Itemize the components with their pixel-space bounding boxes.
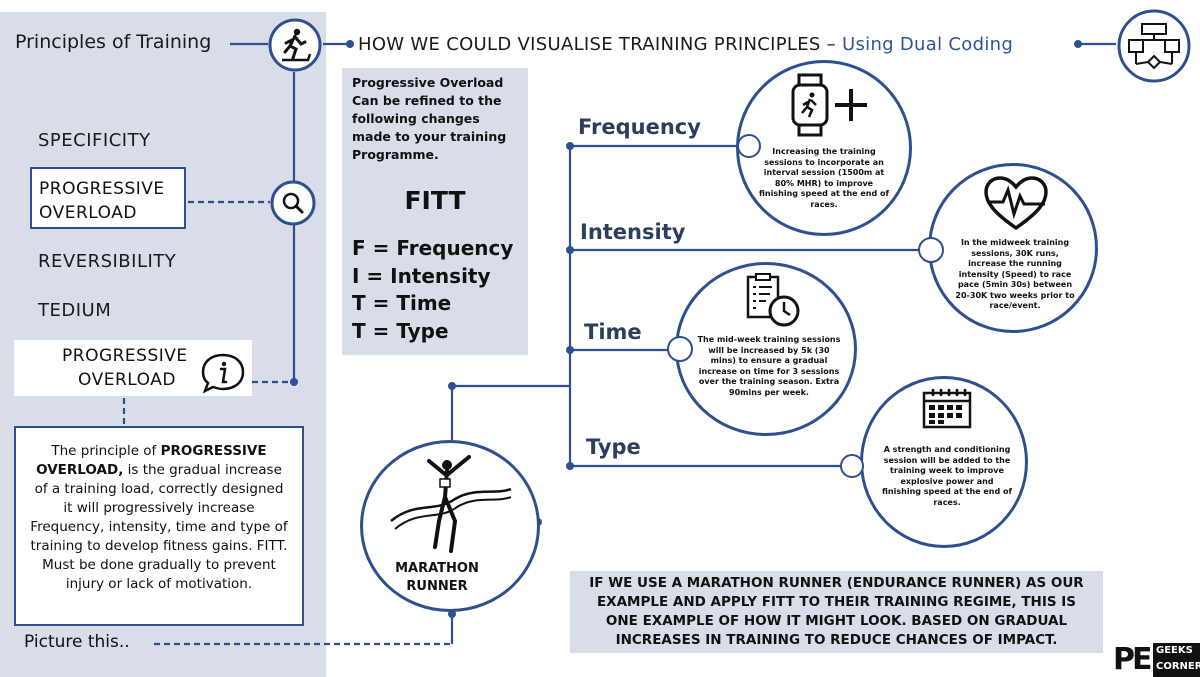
principles-title: Principles of Training (15, 31, 212, 53)
marathon-runner-circle (360, 440, 540, 612)
branch-type: Type (586, 435, 641, 459)
frequency-circle: Increasing the training sessions to inco… (736, 60, 912, 236)
fitt-item-intensity: I = Intensity (352, 263, 491, 288)
fitt-title: FITT (404, 186, 466, 215)
fitt-list: F = Frequency I = Intensity T = Time T =… (352, 235, 518, 345)
heartbeat-icon (984, 176, 1048, 231)
intensity-circle: In the midweek training sessions, 30K ru… (928, 163, 1098, 333)
pe-geeks-corner-logo: PE GEEKS CORNER (1113, 642, 1200, 677)
main-title-text: HOW WE COULD VISUALISE TRAINING PRINCIPL… (358, 34, 842, 55)
branch-time: Time (584, 320, 642, 344)
fitt-item-time: T = Time (352, 291, 452, 315)
fitt-intro: Progressive Overload Can be refined to t… (352, 75, 507, 162)
definition-title-line-1: PROGRESSIVE (62, 346, 188, 366)
picture-this-label: Picture this.. (24, 632, 130, 652)
checklist-clock-icon (746, 273, 800, 327)
time-circle: The mid-week training sessions will be i… (675, 262, 857, 436)
bottom-note: IF WE USE A MARATHON RUNNER (ENDURANCE R… (570, 571, 1103, 653)
main-title: HOW WE COULD VISUALISE TRAINING PRINCIPL… (358, 34, 1013, 55)
fitt-item-frequency: F = Frequency (352, 236, 514, 260)
fitt-box: Progressive Overload Can be refined to t… (342, 68, 528, 355)
marathon-label: MARATHON RUNNER (395, 560, 479, 596)
definition-pre: The principle of (51, 443, 161, 459)
type-circle: A strength and conditioning session will… (860, 376, 1028, 548)
principle-reversibility: REVERSIBILITY (38, 251, 177, 272)
plus-icon (835, 89, 867, 121)
treadmill-runner-icon (268, 18, 322, 72)
principle-specificity: SPECIFICITY (38, 130, 151, 151)
definition-title-box: PROGRESSIVE OVERLOAD (14, 340, 252, 396)
logo-line-1: GEEKS (1156, 645, 1193, 656)
flowchart-icon (1116, 8, 1192, 84)
definition-title-line-2: OVERLOAD (78, 370, 176, 390)
marathon-line-2: RUNNER (406, 579, 468, 594)
intensity-node (918, 237, 944, 263)
frequency-text: Increasing the training sessions to inco… (759, 147, 889, 209)
calendar-icon (922, 389, 972, 429)
branch-frequency: Frequency (578, 115, 701, 139)
finish-line-runner-icon (390, 455, 512, 553)
time-text: The mid-week training sessions will be i… (697, 335, 841, 397)
highlight-line-2: OVERLOAD (39, 203, 137, 223)
logo-line-2: CORNER (1156, 661, 1200, 672)
logo-text-block: GEEKS CORNER (1153, 643, 1200, 677)
highlight-line-1: PROGRESSIVE (39, 179, 165, 199)
progressive-overload-box: PROGRESSIVE OVERLOAD (30, 167, 186, 229)
magnifier-icon (270, 180, 316, 226)
type-node (840, 454, 864, 478)
definition-box: The principle of PROGRESSIVE OVERLOAD, i… (14, 426, 304, 626)
definition-bold: PROGRESSIVE OVERLOAD, (36, 443, 267, 478)
info-speech-icon (200, 352, 246, 394)
fitt-item-type: T = Type (352, 318, 449, 343)
definition-post: is the gradual increase of a training lo… (30, 462, 288, 592)
intensity-text: In the midweek training sessions, 30K ru… (955, 238, 1075, 310)
time-node (667, 336, 693, 362)
smartwatch-runner-icon (791, 73, 867, 137)
principle-tedium: TEDIUM (38, 300, 112, 321)
logo-mark: PE (1113, 642, 1153, 677)
main-title-accent: Using Dual Coding (841, 34, 1014, 55)
frequency-node (737, 134, 761, 158)
type-text: A strength and conditioning session will… (882, 445, 1012, 507)
marathon-line-1: MARATHON (395, 561, 479, 576)
branch-intensity: Intensity (580, 220, 686, 244)
